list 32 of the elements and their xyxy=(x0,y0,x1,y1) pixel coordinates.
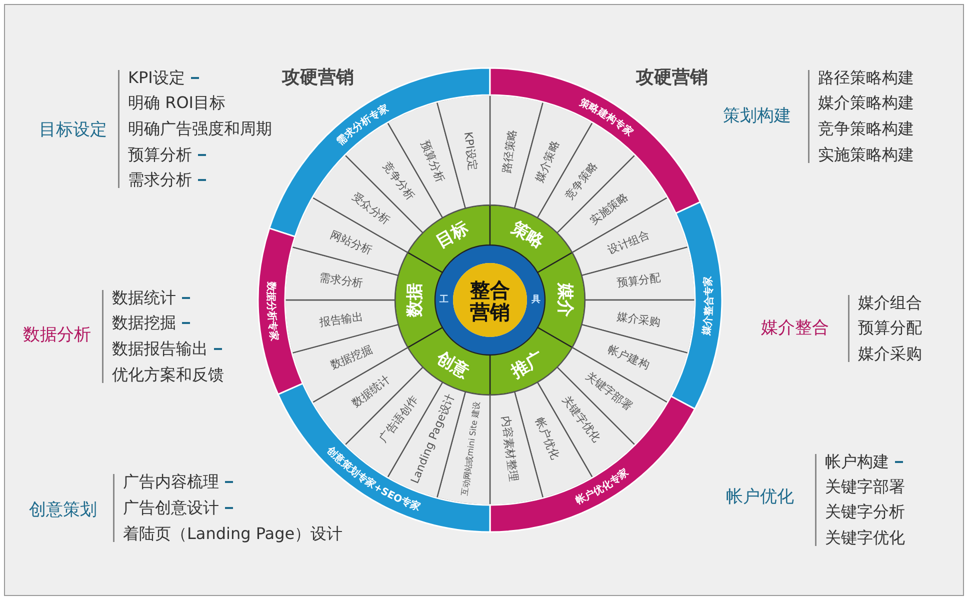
section-heading: 攻硬营销 xyxy=(282,68,354,88)
list-item: 媒介采购 xyxy=(858,345,922,363)
group-heading: 策划构建 xyxy=(723,106,791,126)
outer-ring-segment: 数据分析专家 xyxy=(258,228,304,396)
list-item: KPI设定 xyxy=(128,69,185,87)
outer-ring-segment: 媒介整合专家 xyxy=(670,201,723,410)
list-item: 关键字优化 xyxy=(825,529,905,547)
list-item: 优化方案和反馈 xyxy=(112,366,224,384)
list-item: 媒介策略构建 xyxy=(818,94,914,112)
list-item: 广告创意设计 xyxy=(123,499,219,517)
group-heading: 媒介整合 xyxy=(761,318,829,338)
center-circle: 整合营销 xyxy=(453,263,527,337)
list-item: 竞争策略构建 xyxy=(818,120,914,138)
list-item: 明确 ROI目标 xyxy=(128,94,226,112)
list-item: 需求分析 xyxy=(128,171,192,189)
group-heading: 数据分析 xyxy=(23,326,91,344)
list-item: 帐户构建 xyxy=(825,453,889,471)
list-item: 路径策略构建 xyxy=(818,69,914,87)
list-item: 数据统计 xyxy=(112,289,176,307)
list-item: 关键字部署 xyxy=(825,478,905,496)
list-item: 媒介组合 xyxy=(858,294,922,312)
group-heading: 创意策划 xyxy=(29,500,97,520)
group-heading: 目标设定 xyxy=(39,120,107,140)
list-item: 实施策略构建 xyxy=(818,146,914,164)
section-heading: 攻硬营销 xyxy=(636,68,708,88)
list-item: 数据挖掘 xyxy=(112,314,176,332)
list-item: 预算分析 xyxy=(128,146,192,164)
list-item: 预算分配 xyxy=(858,319,922,337)
list-item: 广告内容梳理 xyxy=(123,473,219,491)
list-item: 关键字分析 xyxy=(825,503,905,521)
group-heading: 帐户优化 xyxy=(726,488,794,506)
list-item: 数据报告输出 xyxy=(112,340,208,358)
